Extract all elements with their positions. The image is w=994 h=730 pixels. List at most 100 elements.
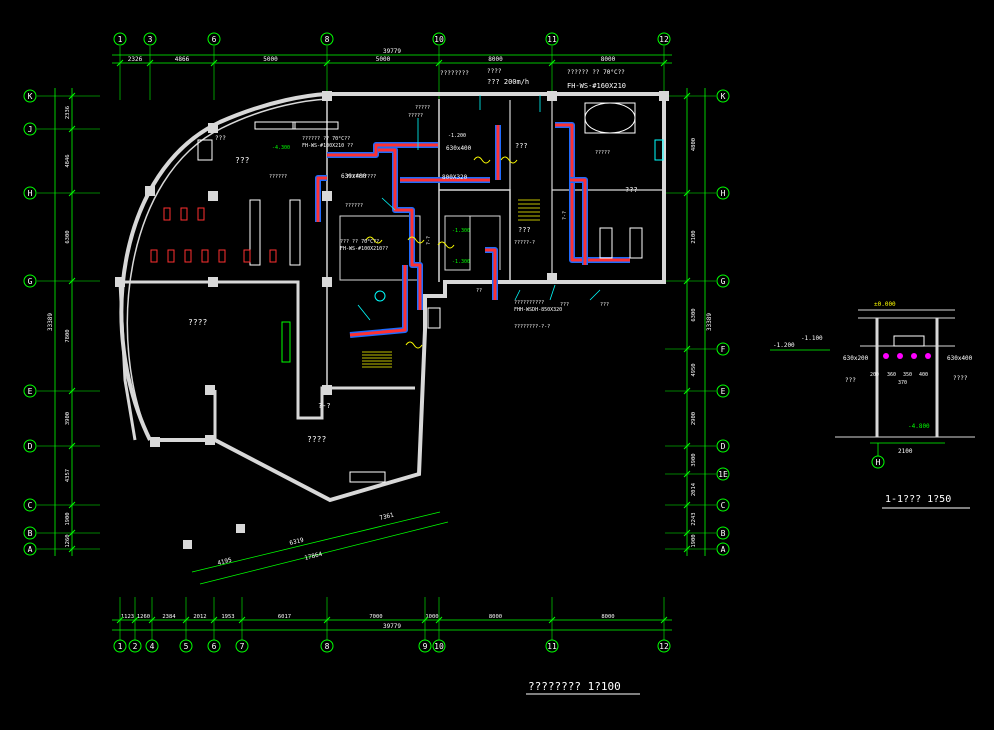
flex-connector [473, 156, 491, 164]
annotation: ?-? [562, 211, 568, 220]
annotation: ???? [487, 68, 502, 75]
dim-tick [660, 616, 668, 624]
grid-bottom-bubble-label: 5 [184, 642, 189, 651]
grid-bottom-bubble-label: 9 [423, 642, 428, 651]
dim-bottom-seg-text: 1953 [221, 614, 234, 620]
grid-right-bubble-circle [716, 384, 730, 398]
dim-right-seg-text: 1260 [0, 0, 7, 2]
fan-unit [163, 207, 171, 221]
grid-top-bubble-label: 1 [118, 35, 123, 44]
column [208, 277, 218, 287]
section-pipe [883, 353, 889, 359]
grid-top-bubble-label: 8 [325, 35, 330, 44]
dim-left-seg-text: 4357 [65, 469, 71, 482]
grid-bottom-bubble-label: 1 [118, 642, 123, 651]
drawing-title: ???????? 1?100 [528, 680, 621, 693]
leader-line [357, 304, 371, 321]
grid-top-bubble-label: 10 [434, 35, 444, 44]
dim-left-seg-text: 1900 [65, 512, 71, 525]
dim-left-total-text: 33389 [47, 313, 54, 331]
annotation: FH-WS-#100X210?? [340, 246, 388, 252]
grid-right-bubble-label: B [721, 529, 726, 538]
grid-right-bubble-label: A [721, 545, 726, 554]
grid-bottom-bubble-label: 6 [212, 642, 217, 651]
leader-line [549, 284, 556, 301]
dim-tick [683, 92, 691, 100]
annotation: -1.300 [452, 259, 470, 265]
dim-right-seg-text: 4950 [691, 363, 697, 376]
grid-left-bubble-circle [23, 384, 37, 398]
dim-tick [683, 387, 691, 395]
grid-top-bubble-circle [113, 32, 127, 46]
dim-top-seg-text: 8000 [488, 56, 503, 63]
cyan-panel [654, 139, 664, 161]
grid-left-bubble-label: H [28, 189, 33, 198]
dim-tick [683, 345, 691, 353]
grid-right-bubble-label: C [721, 501, 726, 510]
annotation: ?????? ?? 70°C?? [302, 136, 350, 142]
section-elev: -1.200 [773, 342, 795, 349]
grid-left-bubble-label: D [28, 442, 33, 451]
grid-top-bubble-circle [545, 32, 559, 46]
grid-right-bubble-circle [716, 342, 730, 356]
flex-connector [405, 341, 423, 349]
column [208, 123, 218, 133]
section-pipe [925, 353, 931, 359]
dim-tick [683, 470, 691, 478]
annotation: ???????? [440, 70, 469, 77]
leader-symbol [374, 290, 386, 302]
diag-dim-text: 7361 [379, 512, 395, 522]
shaft-box [427, 307, 441, 329]
dim-tick [683, 529, 691, 537]
annotation: ????? [595, 150, 610, 156]
flex-connector [500, 156, 518, 164]
dim-tick [68, 92, 76, 100]
dim-tick [210, 616, 218, 624]
grid-right-bubble-circle [716, 439, 730, 453]
grid-left-bubble-circle [23, 542, 37, 556]
diag-dim-text: 6319 [289, 537, 305, 547]
dim-right-seg-text: 1900 [691, 534, 697, 547]
annotation: FH-WS-#160X210 [567, 82, 626, 90]
section-room: ???? [953, 375, 968, 382]
inner-wall-f [439, 189, 511, 282]
annotation: ?????-? [514, 240, 535, 246]
equipment-box [292, 121, 339, 130]
dim-right-total-text: 33389 [706, 313, 713, 331]
grid-left-bubble-label: A [28, 545, 33, 554]
dim-tick [131, 616, 139, 624]
duct-lower [349, 265, 407, 337]
annotation: ????? [408, 113, 423, 119]
grid-right-bubble-label: E [721, 387, 726, 396]
ahu-box [599, 227, 613, 259]
shaft-outline [444, 215, 501, 271]
dim-tick [68, 545, 76, 553]
annotation: ?????? [345, 203, 363, 209]
annotation: -1.200 [448, 133, 466, 139]
dim-right-seg-text: 2243 [691, 512, 697, 525]
dim-tick [116, 59, 124, 67]
grid-left-bubble-circle [23, 274, 37, 288]
flex-connector [365, 236, 383, 244]
dim-bottom-seg-text: 7000 [369, 614, 382, 620]
column [659, 91, 669, 101]
grid-right-bubble-circle [716, 186, 730, 200]
dim-right-seg-text: 2014 [691, 482, 697, 496]
annotation: FH-WS-#100X210 ?? [302, 143, 353, 149]
section-title: 1-1??? 1?50 [885, 494, 951, 505]
dim-left-seg-text: 7800 [65, 329, 71, 342]
annotation: FHH-WSDH-850X320 [514, 307, 562, 313]
grid-bottom-bubble-label: 4 [150, 642, 155, 651]
section-axis-bubble [871, 455, 885, 469]
leader-line [514, 289, 521, 301]
column [145, 186, 155, 196]
grid-top-bubble-circle [657, 32, 671, 46]
annotation: ????????-?-? [514, 324, 550, 330]
annotation: ?? [476, 288, 482, 294]
dim-tick [683, 189, 691, 197]
annotation: -4.300 [272, 145, 290, 151]
equipment-box [289, 199, 301, 266]
duct-right-outer [555, 122, 630, 263]
dim-tick [421, 616, 429, 624]
annotation: ????? [415, 105, 430, 111]
